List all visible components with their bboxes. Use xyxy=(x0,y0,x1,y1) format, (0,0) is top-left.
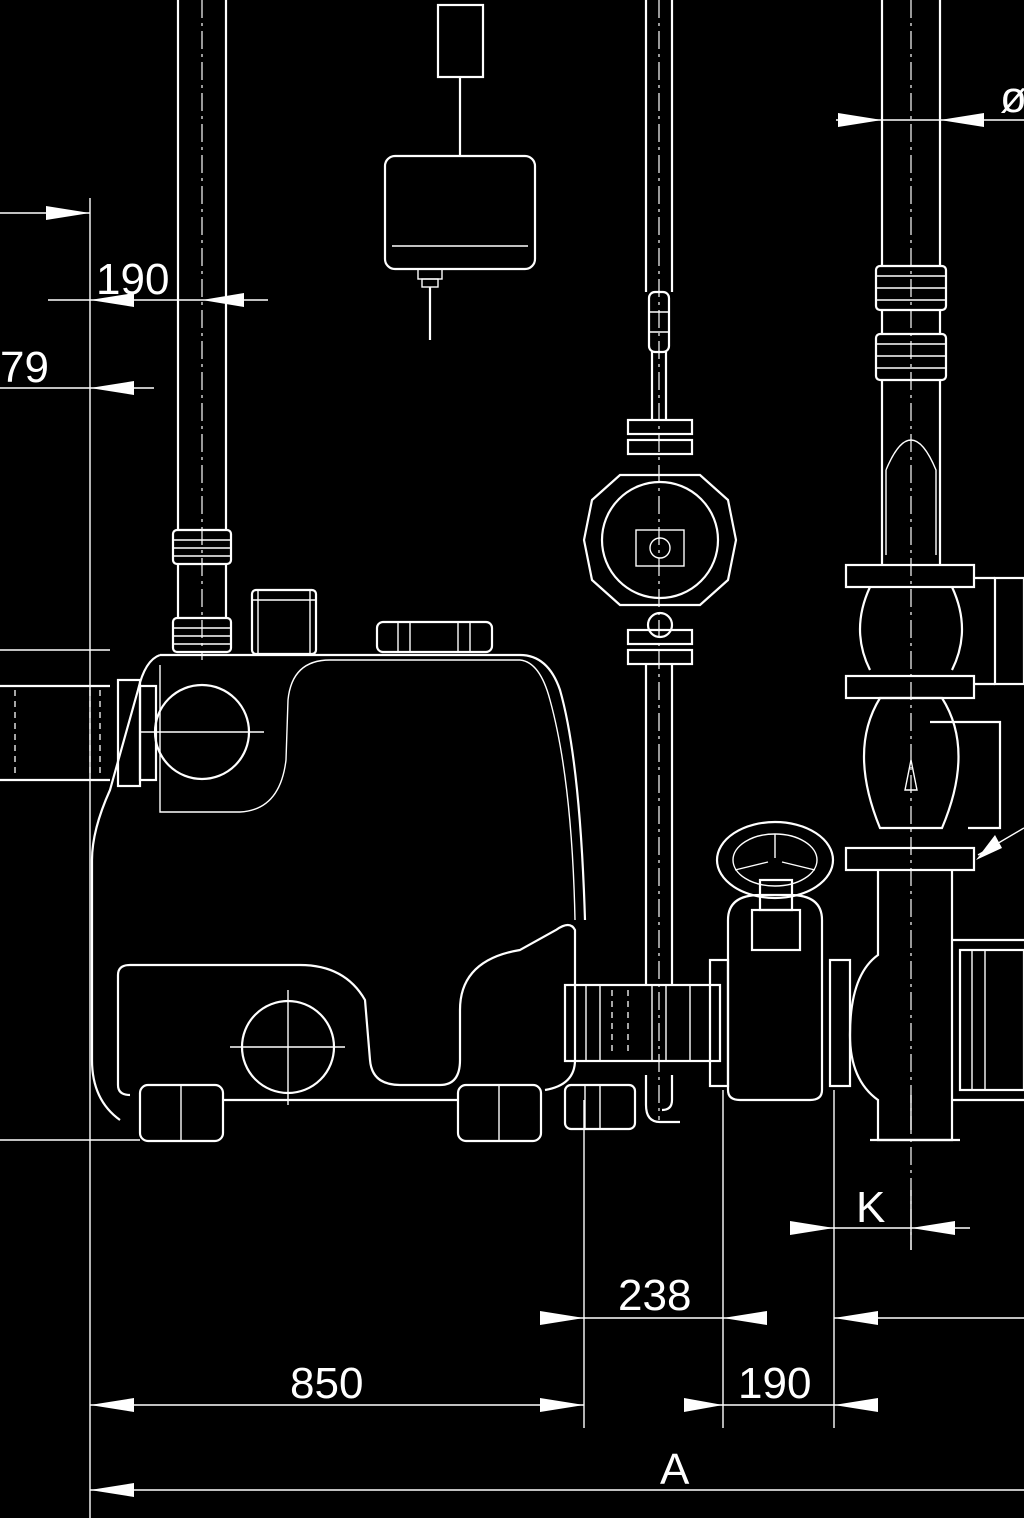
dimension-190-bottom: 190 xyxy=(738,1359,811,1408)
discharge-riser xyxy=(844,0,1024,1250)
collection-tank xyxy=(90,588,587,1143)
dimension-lines xyxy=(0,113,1024,1518)
valve-column xyxy=(582,0,738,1120)
side-inlet xyxy=(0,678,158,788)
gate-valve xyxy=(715,820,852,1102)
dimension-850: 850 xyxy=(290,1359,363,1408)
left-vertical-pipe xyxy=(171,0,233,660)
dimension-190-top: 190 xyxy=(96,255,169,304)
control-unit xyxy=(383,3,537,340)
dimension-diameter: ø xyxy=(1000,73,1024,122)
dimension-K: K xyxy=(856,1183,885,1232)
dimension-79: 79 xyxy=(0,343,49,392)
dimension-238: 238 xyxy=(618,1271,691,1320)
dimension-A: A xyxy=(660,1445,690,1494)
outlet-connection xyxy=(563,958,730,1131)
